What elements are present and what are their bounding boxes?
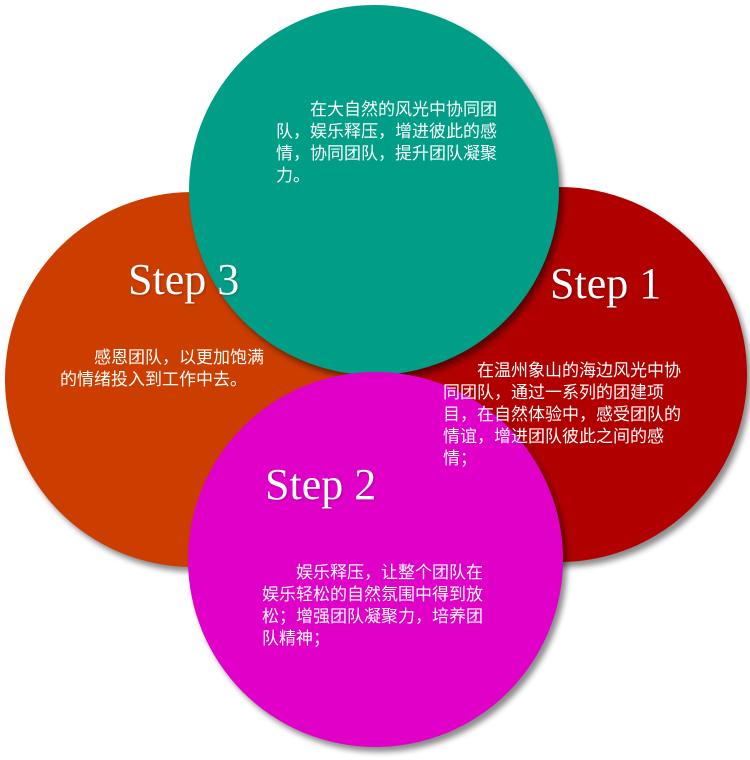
circle-step-2 <box>188 372 563 747</box>
step-1-title: Step 1 <box>550 259 662 308</box>
circle-top <box>189 5 559 375</box>
step-2-title: Step 2 <box>265 460 377 509</box>
step-3-description: 感恩团队，以更加饱满的情绪投入到工作中去。 <box>60 348 264 390</box>
step-2-description: 娱乐释压，让整个团队在娱乐轻松的自然氛围中得到放松；增强团队凝聚力，培养团队精神… <box>262 563 483 649</box>
top-circle-description: 在大自然的风光中协同团队，娱乐释压，增进彼此的感情，协同团队，提升团队凝聚力。 <box>276 100 497 186</box>
step-3-title: Step 3 <box>128 255 240 304</box>
step-1-description: 在温州象山的海边风光中协同团队，通过一系列的团建项目，在自然体验中，感受团队的情… <box>443 361 681 469</box>
